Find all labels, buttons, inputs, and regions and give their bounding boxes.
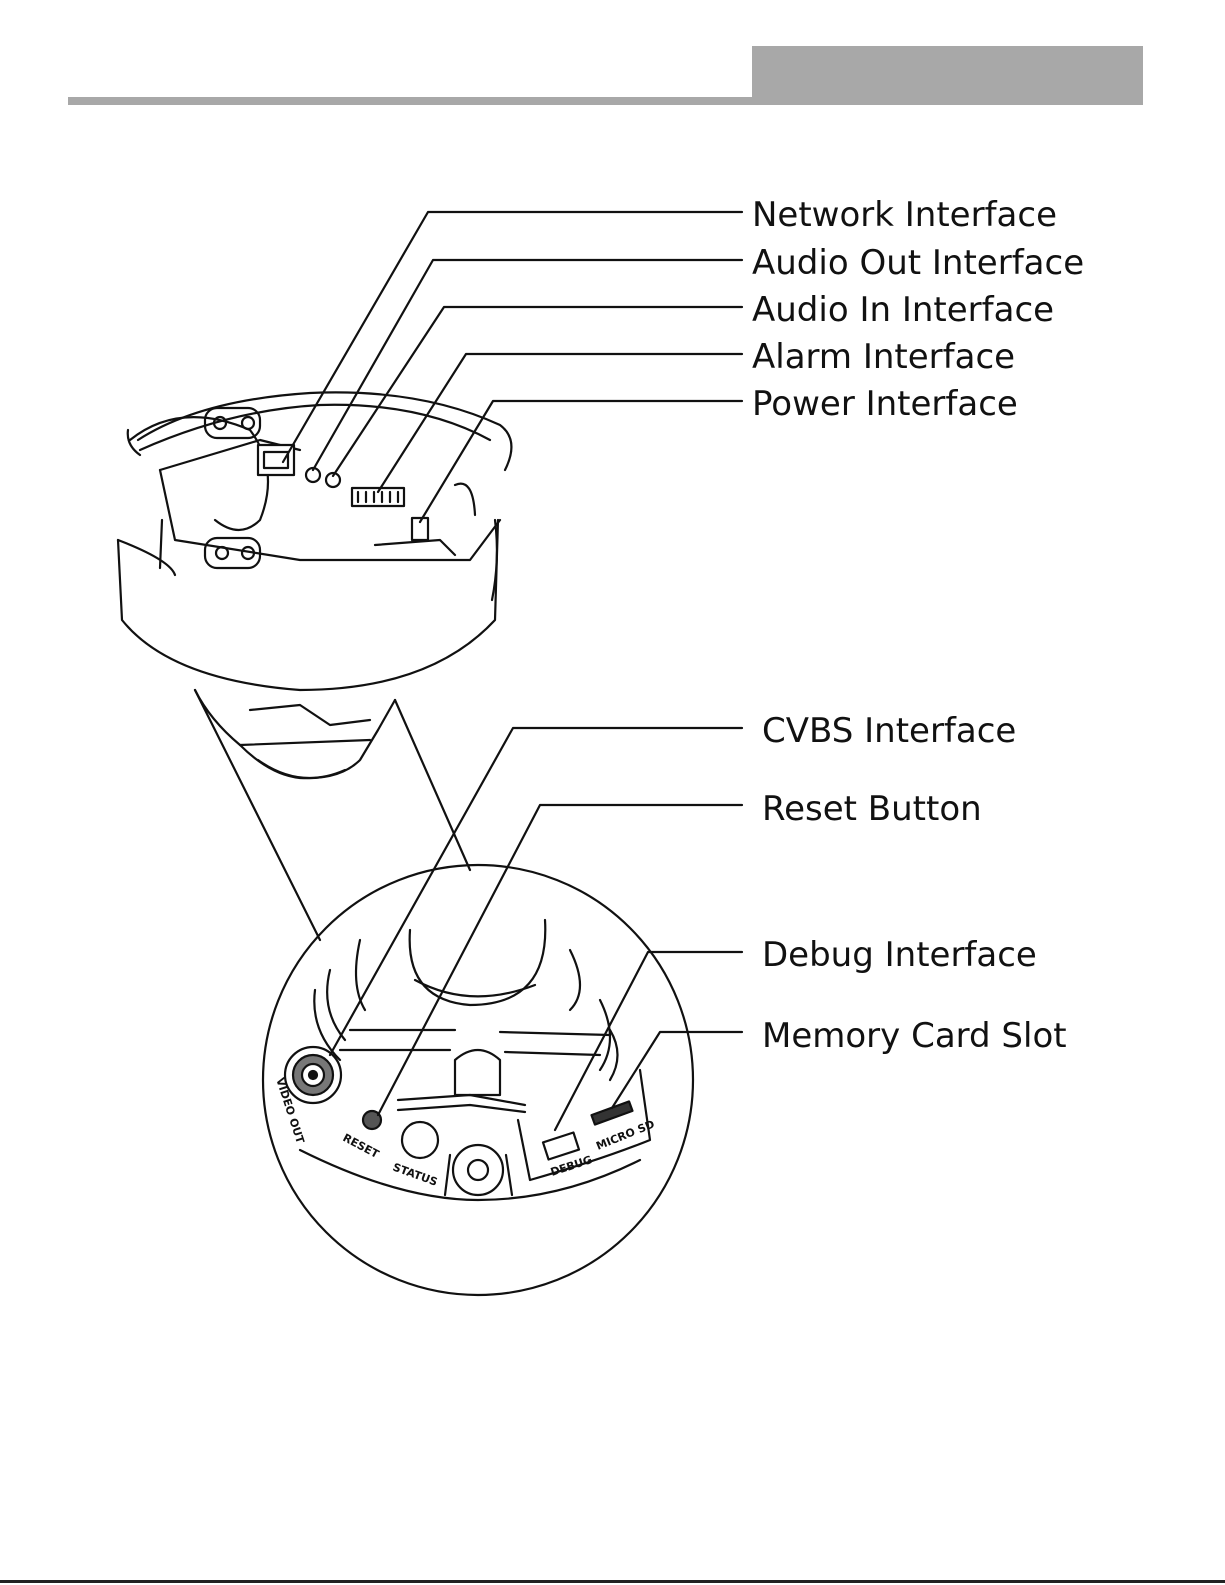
leader-audio-out xyxy=(313,260,742,470)
leader-reset xyxy=(378,805,742,1115)
leader-memory xyxy=(612,1032,742,1108)
leader-network xyxy=(283,212,742,462)
marking-status: STATUS xyxy=(391,1161,439,1189)
leader-power xyxy=(420,401,742,522)
marking-reset: RESET xyxy=(341,1131,382,1161)
leader-debug xyxy=(555,952,742,1130)
label-memory-card-slot: Memory Card Slot xyxy=(762,1016,1067,1056)
magnify-line-left xyxy=(195,690,320,940)
label-power-interface: Power Interface xyxy=(752,384,1018,424)
label-cvbs-interface: CVBS Interface xyxy=(762,711,1016,751)
label-network-interface: Network Interface xyxy=(752,195,1057,235)
leader-audio-in xyxy=(333,307,742,476)
marking-micro-sd: MICRO SD xyxy=(594,1118,656,1153)
label-debug-interface: Debug Interface xyxy=(762,935,1037,975)
label-alarm-interface: Alarm Interface xyxy=(752,337,1015,377)
label-audio-out-interface: Audio Out Interface xyxy=(752,243,1084,283)
bottom-rule xyxy=(0,1580,1225,1583)
leader-alarm xyxy=(378,354,742,492)
label-audio-in-interface: Audio In Interface xyxy=(752,290,1054,330)
camera-base-illustration xyxy=(118,392,511,778)
label-reset-button: Reset Button xyxy=(762,789,982,829)
